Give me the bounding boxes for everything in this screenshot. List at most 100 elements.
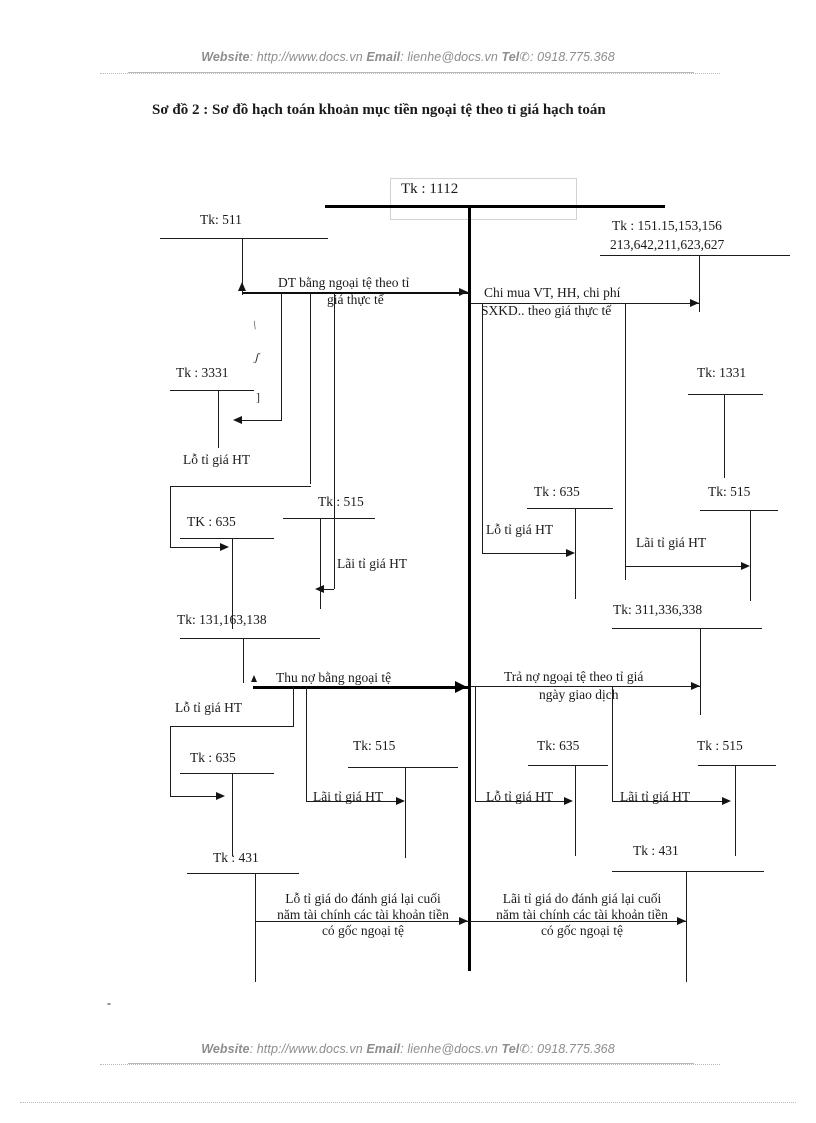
header-tel-label: Tel — [501, 50, 520, 64]
pay-debt-line — [470, 686, 700, 687]
header-email-value: : lienhe@docs.vn — [400, 50, 498, 64]
tk635-mid-right-loss-line — [482, 553, 569, 554]
tk515-low-right-stem — [735, 766, 736, 856]
footer-website-url: : http://www.docs.vn — [249, 1042, 363, 1056]
tk635-mid-left-rule — [180, 538, 274, 539]
tk515-low-right-feed-drop — [612, 687, 613, 802]
tk515-mid-right-gain-line — [625, 566, 745, 567]
footer-rule-dotted — [100, 1064, 720, 1065]
tk131-stem — [243, 639, 244, 683]
tk635-low-right-rule — [528, 765, 608, 766]
vat-feed-elbow — [240, 420, 282, 421]
header-contact-line: Website: http://www.docs.vn Email: lienh… — [201, 49, 615, 64]
revaluation-gain-line — [470, 921, 686, 922]
tk635-low-right-loss-line — [475, 801, 567, 802]
page-footer: Website: http://www.docs.vn Email: lienh… — [0, 1040, 816, 1058]
tk515-mid-left-label: Tk : 515 — [318, 494, 364, 509]
revaluation-loss-line — [256, 921, 469, 922]
revenue-arrowhead-left — [238, 282, 246, 291]
purchase-flow-label-line2: SXKD.. theo giá thực tế — [481, 303, 612, 318]
revaluation-loss-label: Lỗ tỉ giá do đánh giá lại cuối năm tài c… — [277, 891, 449, 938]
tk635-low-right-label: Tk: 635 — [537, 738, 580, 753]
footer-tel-value: : 0918.775.368 — [529, 1042, 615, 1056]
loss-ht-label-3: Lỗ tỉ giá HT — [486, 522, 554, 537]
tk1331-stem — [724, 395, 725, 478]
footer-website-label: Website — [201, 1042, 250, 1056]
revaluation-gain-arrowhead — [677, 917, 686, 925]
revenue-flow-label-line1: DT bằng ngoại tệ theo tỉ — [278, 275, 410, 290]
tk635-mid-right-label: Tk : 635 — [534, 484, 580, 499]
tk635-low-arrowhead — [216, 792, 225, 800]
footer-rule — [128, 1063, 694, 1064]
pay-debt-label-line1: Trả nợ ngoại tệ theo tỉ giá — [504, 669, 644, 684]
header-rule-dotted — [100, 73, 720, 74]
pay-debt-arrowhead — [691, 682, 700, 690]
footer-email-value: : lienhe@docs.vn — [400, 1042, 498, 1056]
tk1112-frame: Tk : 1112 — [390, 178, 577, 220]
tk311-stem — [700, 629, 701, 715]
tk431-right-rule — [612, 871, 764, 872]
revaluation-loss-arrowhead — [459, 917, 468, 925]
tk431-right-label: Tk : 431 — [633, 843, 679, 858]
tk1112-center-spine — [468, 206, 471, 971]
tk515-mid-left-stem — [320, 519, 321, 609]
tk1331-rule — [688, 394, 763, 395]
tk515-low-left-rule — [348, 767, 458, 768]
vat-feed-arrowhead — [233, 416, 242, 424]
tk515-low-right-gain-line — [612, 801, 726, 802]
loss-ht-label-2: Lỗ tỉ giá HT — [175, 700, 243, 715]
stray-mark-4: - — [107, 996, 111, 1010]
tk3331-label: Tk : 3331 — [176, 365, 229, 380]
collect-debt-line — [253, 686, 469, 689]
stray-mark-3: ] — [256, 390, 260, 404]
footer-telephone-icon: ✆ — [519, 1042, 530, 1056]
tk311-label: Tk: 311,336,338 — [613, 602, 703, 617]
tk-inventory-stem — [699, 256, 700, 312]
tk635-mid-left-label: TK : 635 — [187, 514, 236, 529]
tk515-low-left-label: Tk: 515 — [353, 738, 396, 753]
gain-ht-label-4: Lãi tỉ giá HT — [620, 789, 691, 804]
tk-inventory-label-line2: 213,642,211,623,627 — [610, 237, 725, 252]
tk3331-rule — [170, 390, 254, 391]
tk515-low-right-label: Tk : 515 — [697, 738, 743, 753]
loss-ht-label-4: Lỗ tỉ giá HT — [486, 789, 554, 804]
header-rule — [128, 72, 694, 73]
tk1331-label: Tk: 1331 — [697, 365, 747, 380]
telephone-icon: ✆ — [519, 50, 530, 64]
header-email-label: Email — [366, 50, 401, 64]
header-website-url: : http://www.docs.vn — [249, 50, 363, 64]
header-tel-value: : 0918.775.368 — [529, 50, 615, 64]
stray-mark-2: ʃ — [253, 349, 261, 365]
vat-feed-drop — [281, 293, 282, 421]
tk515-feed-drop-mid — [310, 293, 311, 484]
tk635-low-feed-top — [170, 726, 294, 727]
revenue-flow-label-line2: giá thực tế — [327, 292, 384, 307]
tk515-gain-drop-mid — [334, 293, 335, 589]
tk3331-stem — [218, 391, 219, 448]
footer-tel-label: Tel — [501, 1042, 520, 1056]
tk635-low-left-label: Tk : 635 — [190, 750, 236, 765]
tk635-mid-feed-bottom — [170, 547, 222, 548]
tk635-mid-right-feed-drop — [482, 304, 483, 554]
tk431-left-stem — [255, 874, 256, 982]
purchase-arrowhead — [690, 299, 699, 307]
tk511-rule — [160, 238, 328, 239]
tk515-low-right-rule — [698, 765, 776, 766]
tk635-low-left-rule — [180, 773, 274, 774]
tk131-label: Tk: 131,163,138 — [177, 612, 267, 627]
tk515-mid-gain-arrowhead — [315, 585, 324, 593]
tk511-label: Tk: 511 — [200, 212, 242, 227]
tk515-mid-right-label: Tk: 515 — [708, 484, 751, 499]
stray-mark-1: \ — [251, 317, 259, 333]
revenue-arrowhead-right — [459, 288, 468, 296]
tk635-low-left-stem — [232, 774, 233, 856]
tk635-mid-right-arrowhead — [566, 549, 575, 557]
tk635-mid-arrowhead — [220, 543, 229, 551]
pay-debt-label-line2: ngày giao dịch — [539, 687, 619, 702]
tk635-mid-feed-vert — [170, 487, 171, 548]
tk515-mid-gain-line — [321, 589, 334, 590]
tk515-low-right-gain-arrowhead — [722, 797, 731, 805]
footer-email-label: Email — [366, 1042, 401, 1056]
revenue-flow-line — [243, 292, 469, 294]
